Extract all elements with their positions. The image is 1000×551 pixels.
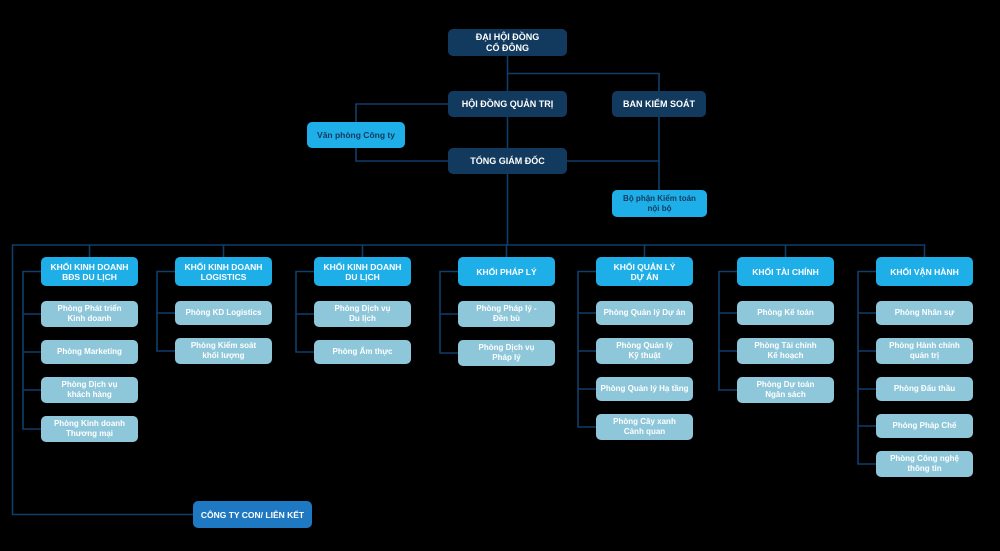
department-box: Phòng KD Logistics [175,301,272,325]
node-shareholders-meeting: ĐẠI HỘI ĐỒNG CỔ ĐÔNG [448,29,567,56]
department-box: Phòng Marketing [41,340,138,364]
department-box: Phòng Quản lý Kỹ thuật [596,338,693,364]
node-board-of-directors: HỘI ĐỒNG QUẢN TRỊ [448,91,567,117]
division-header: KHỐI VẬN HÀNH [876,257,973,286]
division-tai-chinh: KHỐI TÀI CHÍNH Phòng Kế toán Phòng Tài c… [737,257,834,403]
node-internal-audit: Bộ phận Kiểm toán nội bộ [612,190,707,217]
connector-path [11,55,926,516]
division-header: KHỐI KINH DOANH BĐS DU LỊCH [41,257,138,286]
division-header: KHỐI QUẢN LÝ DỰ ÁN [596,257,693,286]
department-box: Phòng Phát triển Kinh doanh [41,301,138,327]
department-box: Phòng Hành chính quản trị [876,338,973,364]
department-box: Phòng Dự toán Ngân sách [737,377,834,403]
department-box: Phòng Quản lý Dự án [596,301,693,325]
division-header: KHỐI KINH DOANH LOGISTICS [175,257,272,286]
node-ceo: TỔNG GIÁM ĐỐC [448,148,567,174]
division-quan-ly-du-an: KHỐI QUẢN LÝ DỰ ÁN Phòng Quản lý Dự án P… [596,257,693,440]
division-header: KHỐI PHÁP LÝ [458,257,555,286]
node-company-office: Văn phòng Công ty [307,122,405,148]
department-box: Phòng Dịch vụ khách hàng [41,377,138,403]
division-logistics: KHỐI KINH DOANH LOGISTICS Phòng KD Logis… [175,257,272,364]
division-header: KHỐI TÀI CHÍNH [737,257,834,286]
division-bds-du-lich: KHỐI KINH DOANH BĐS DU LỊCH Phòng Phát t… [41,257,138,442]
division-du-lich: KHỐI KINH DOANH DU LỊCH Phòng Dịch vụ Du… [314,257,411,364]
department-box: Phòng Kiểm soát khối lượng [175,338,272,364]
department-box: Phòng Quản lý Hạ tầng [596,377,693,401]
department-box: Phòng Tài chính Kế hoạch [737,338,834,364]
department-box: Phòng Đấu thầu [876,377,973,401]
node-subsidiaries: CÔNG TY CON/ LIÊN KẾT [193,501,312,528]
department-box: Phòng Pháp lý - Đền bù [458,301,555,327]
department-box: Phòng Cây xanh Cảnh quan [596,414,693,440]
department-box: Phòng Nhân sự [876,301,973,325]
department-box: Phòng Kinh doanh Thương mại [41,416,138,442]
division-header: KHỐI KINH DOANH DU LỊCH [314,257,411,286]
department-box: Phòng Công nghệ thông tin [876,451,973,477]
division-van-hanh: KHỐI VẬN HÀNH Phòng Nhân sự Phòng Hành c… [876,257,973,477]
department-box: Phòng Kế toán [737,301,834,325]
department-box: Phòng Ẩm thực [314,340,411,364]
department-box: Phòng Pháp Chế [876,414,973,438]
division-phap-ly: KHỐI PHÁP LÝ Phòng Pháp lý - Đền bù Phòn… [458,257,555,366]
department-box: Phòng Dịch vụ Du lịch [314,301,411,327]
department-box: Phòng Dịch vụ Pháp lý [458,340,555,366]
node-supervisory-board: BAN KIỂM SOÁT [612,91,706,117]
